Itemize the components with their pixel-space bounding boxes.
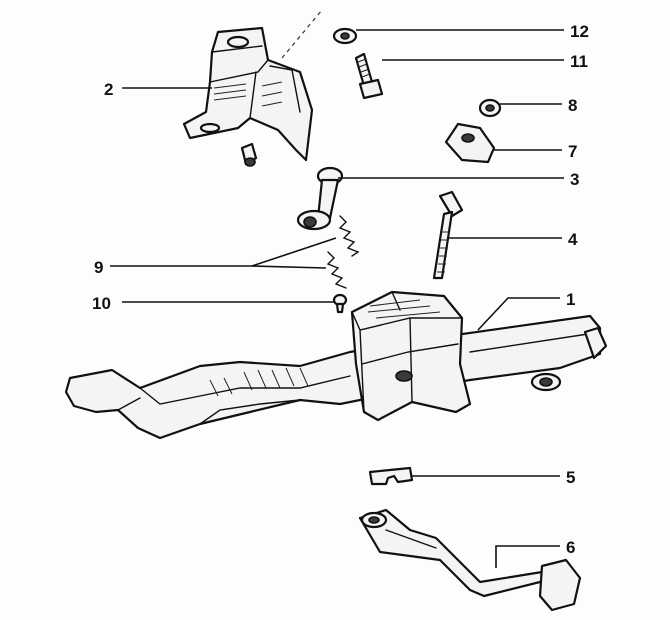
part-4-long-bolt — [432, 190, 464, 280]
part-6-pedal-lever — [358, 508, 582, 612]
callout-4: 4 — [568, 230, 578, 249]
part-1-pedal-assembly — [64, 290, 608, 440]
callout-5: 5 — [566, 468, 575, 487]
leader-1 — [477, 297, 560, 331]
leader-9b — [251, 265, 327, 269]
part-9-springs — [326, 215, 360, 289]
part-12-washer — [332, 27, 358, 45]
part-2-bracket — [182, 26, 314, 167]
part-11-bolt — [354, 52, 384, 100]
leader-6 — [495, 545, 560, 568]
callout-1: 1 — [566, 290, 575, 309]
callout-11: 11 — [570, 52, 588, 71]
callout-2: 2 — [104, 80, 113, 99]
callout-3: 3 — [570, 170, 579, 189]
part-7-plate — [444, 122, 496, 164]
part-2-axis-line — [281, 9, 323, 59]
callout-8: 8 — [568, 96, 577, 115]
callout-10: 10 — [92, 294, 111, 313]
leader-9a — [110, 237, 337, 267]
callout-12: 12 — [570, 22, 589, 41]
part-5-clip — [368, 466, 414, 486]
part-3-pivot-pin — [296, 166, 344, 231]
callout-7: 7 — [568, 142, 577, 161]
callout-9: 9 — [94, 258, 103, 277]
part-8-nut — [478, 98, 502, 118]
callout-6: 6 — [566, 538, 575, 557]
part-10-screw — [332, 293, 348, 314]
